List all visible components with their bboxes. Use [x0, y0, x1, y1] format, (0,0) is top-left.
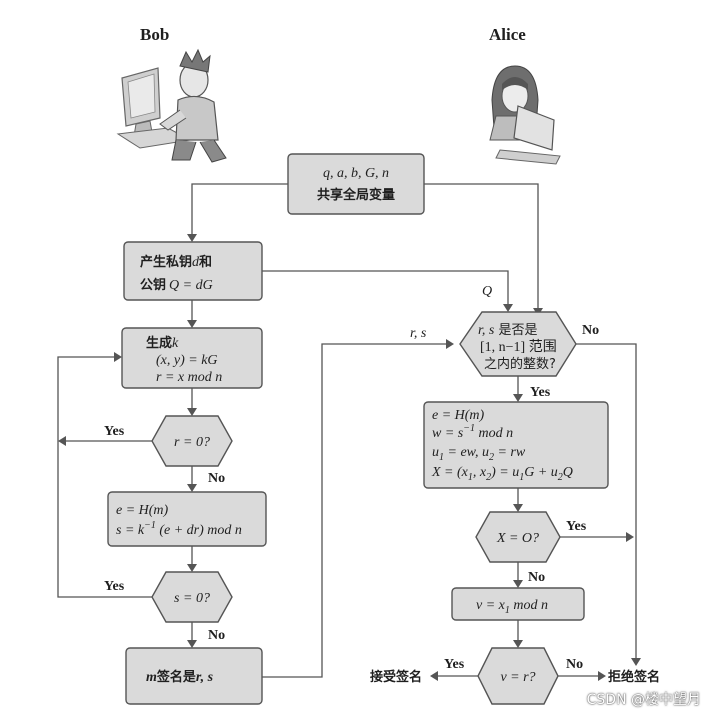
X-no-label: No — [528, 570, 545, 585]
check-v-decision: v = r? — [477, 647, 559, 705]
v-calc-box: v = x1 mod n — [451, 587, 585, 621]
watermark: CSDN @楼中望月 — [586, 692, 701, 708]
check-r-text: r = 0? — [174, 435, 210, 450]
X-yes-label: Yes — [566, 519, 587, 534]
q-edge-label: Q — [482, 284, 492, 299]
sign-s: s = k−1 (e + dr) mod n — [116, 520, 242, 538]
sign-e: e = H(m) — [116, 503, 169, 518]
global-params-box: q, a, b, G, n 共享全局变量 — [287, 153, 425, 215]
connectors — [57, 183, 641, 681]
global-params-text: q, a, b, G, n — [323, 166, 389, 181]
generate-k-box: 生成k (x, y) = kG r = x mod n — [121, 327, 263, 389]
check-v-text: v = r? — [500, 670, 535, 685]
check-r-zero-decision: r = 0? — [151, 415, 233, 467]
accept-signature-label: 接受签名 — [370, 669, 422, 685]
genk-title: 生成k — [146, 335, 179, 351]
check-X-decision: X = O? — [475, 511, 561, 563]
range-check-decision: r, s 是否是 [1, n−1] 范围 之内的整数? — [459, 311, 577, 377]
rs-edge-label: r, s — [410, 326, 427, 341]
range-line3: 之内的整数? — [484, 356, 556, 372]
range-yes-label: Yes — [530, 385, 551, 400]
genk-point: (x, y) = kG — [156, 353, 218, 368]
range-no-label: No — [582, 323, 599, 338]
genk-r: r = x mod n — [156, 370, 222, 385]
check-X-text: X = O? — [496, 531, 539, 546]
s-zero-no-label: No — [208, 628, 225, 643]
keygen-line1: 产生私钥d和 — [140, 254, 212, 270]
v-no-label: No — [566, 657, 583, 672]
range-line2: [1, n−1] 范围 — [480, 338, 557, 355]
s-zero-yes-label: Yes — [104, 579, 125, 594]
sign-calc-box: e = H(m) s = k−1 (e + dr) mod n — [107, 491, 267, 547]
verify-w: w = s−1 mod n — [432, 423, 513, 441]
signature-text: m签名是r, s — [146, 669, 214, 685]
verify-X: X = (x1, x2) = u1G + u2Q — [431, 465, 573, 483]
check-s-text: s = 0? — [174, 591, 210, 606]
check-s-zero-decision: s = 0? — [151, 571, 233, 623]
signature-box: m签名是r, s — [125, 647, 263, 705]
v-yes-label: Yes — [444, 657, 465, 672]
global-params-label: 共享全局变量 — [317, 187, 395, 203]
alice-label: Alice — [489, 25, 526, 44]
range-line1: r, s 是否是 — [478, 323, 538, 338]
bob-icon — [116, 48, 227, 163]
alice-icon — [489, 65, 561, 165]
bob-label: Bob — [140, 25, 169, 44]
r-zero-no-label: No — [208, 471, 225, 486]
verify-u: u1 = ew, u2 = rw — [432, 445, 526, 463]
verify-e: e = H(m) — [432, 408, 485, 423]
reject-signature-label: 拒绝签名 — [608, 669, 660, 685]
v-calc-text: v = x1 mod n — [476, 598, 548, 616]
verify-calc-box: e = H(m) w = s−1 mod n u1 = ew, u2 = rw … — [423, 401, 609, 489]
r-zero-yes-label: Yes — [104, 424, 125, 439]
